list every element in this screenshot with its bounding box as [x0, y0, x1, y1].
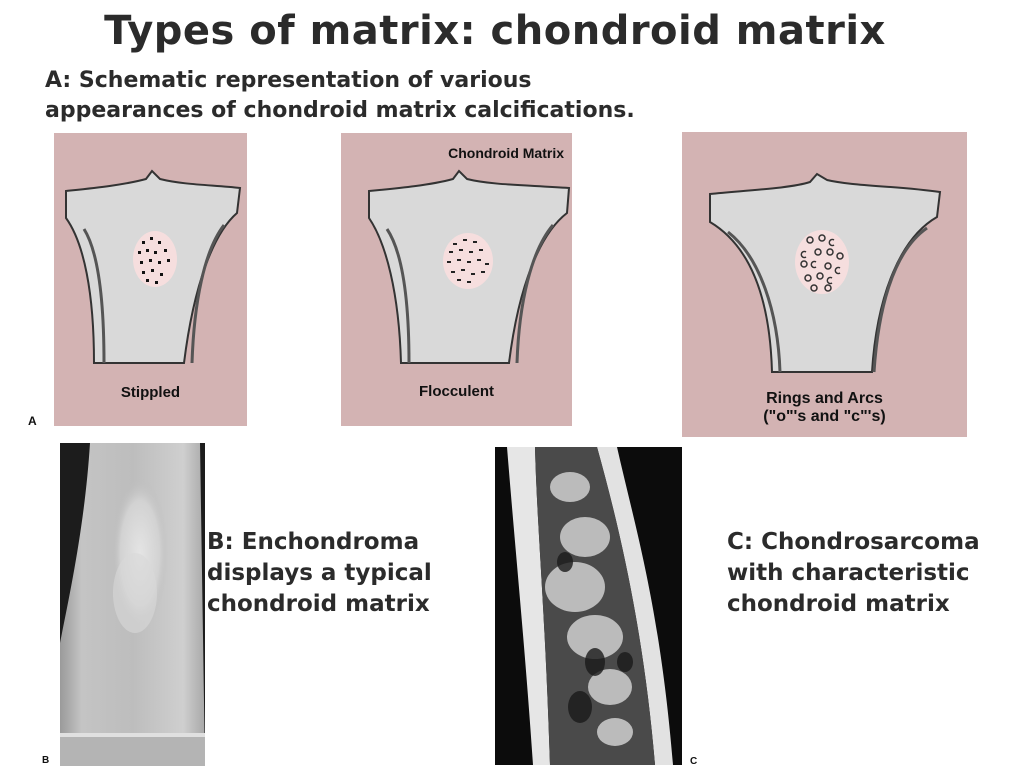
xray-image-enchondroma	[60, 443, 205, 766]
subtitle-line-2: appearances of chondroid matrix calcific…	[45, 98, 635, 123]
panel-header-chondroid-matrix: Chondroid Matrix	[448, 145, 564, 161]
subtitle-line-1: A: Schematic representation of various	[45, 68, 532, 93]
schematic-flocculent: Chondroid Matrix Flocculent	[341, 133, 572, 426]
schematic-stippled: Stippled	[54, 133, 247, 426]
panel-label-stippled: Stippled	[120, 384, 181, 401]
figure-a-letter: A	[28, 414, 37, 428]
figure-c-caption-line-3: chondroid matrix	[727, 591, 950, 617]
figure-c-letter: C	[690, 756, 698, 767]
panel-label-rings-arcs-line-1: Rings and Arcs	[766, 390, 883, 407]
xray-enchondroma	[60, 443, 205, 766]
figure-b-caption-line-2: displays a typical	[207, 560, 432, 586]
figure-b-caption: B: Enchondroma displays a typical chondr…	[207, 527, 432, 620]
figure-c-caption-line-1: C: Chondrosarcoma	[727, 529, 980, 555]
figure-b-caption-line-1: B: Enchondroma	[207, 529, 420, 555]
figure-c-caption-line-2: with characteristic	[727, 560, 970, 586]
figure-a-description: A: Schematic representation of various a…	[45, 66, 635, 126]
figure-b-caption-line-3: chondroid matrix	[207, 591, 430, 617]
bone-diagram-rings-arcs	[709, 172, 942, 373]
bone-diagram-stippled	[65, 169, 242, 364]
xray-image-chondrosarcoma	[495, 447, 682, 765]
panel-label-rings-arcs: Rings and Arcs ("o"'s and "c"'s)	[682, 390, 967, 426]
slide-title: Types of matrix: chondroid matrix	[104, 8, 886, 54]
figure-b-letter: B	[42, 755, 50, 766]
panel-label-rings-arcs-line-2: ("o"'s and "c"'s)	[763, 408, 886, 425]
panel-label-flocculent: Flocculent	[418, 383, 494, 400]
xray-chondrosarcoma	[495, 447, 682, 765]
figure-c-caption: C: Chondrosarcoma with characteristic ch…	[727, 527, 980, 620]
schematic-rings-and-arcs: Rings and Arcs ("o"'s and "c"'s)	[682, 132, 967, 437]
bone-diagram-flocculent	[368, 169, 571, 364]
